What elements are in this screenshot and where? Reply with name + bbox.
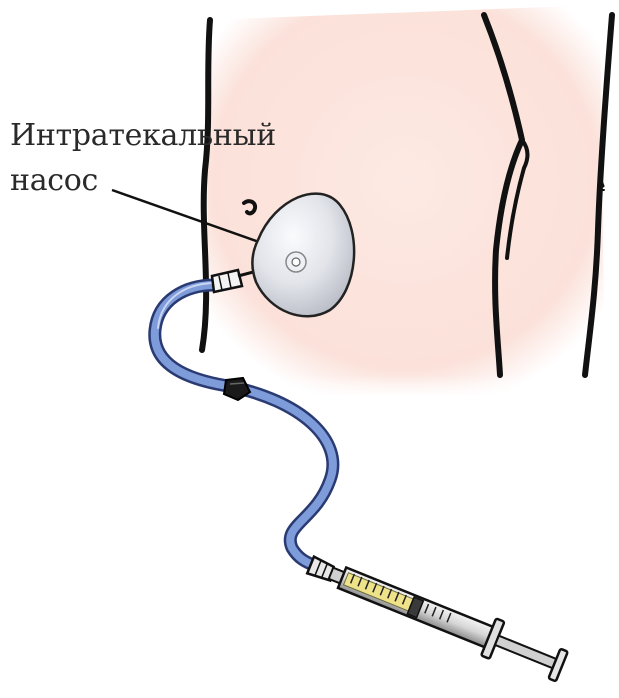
pump-label-line1: Интратекальный <box>10 118 276 154</box>
syringe <box>303 546 569 685</box>
torso-skin <box>200 5 610 400</box>
pump-label-line2: насос <box>10 163 98 199</box>
